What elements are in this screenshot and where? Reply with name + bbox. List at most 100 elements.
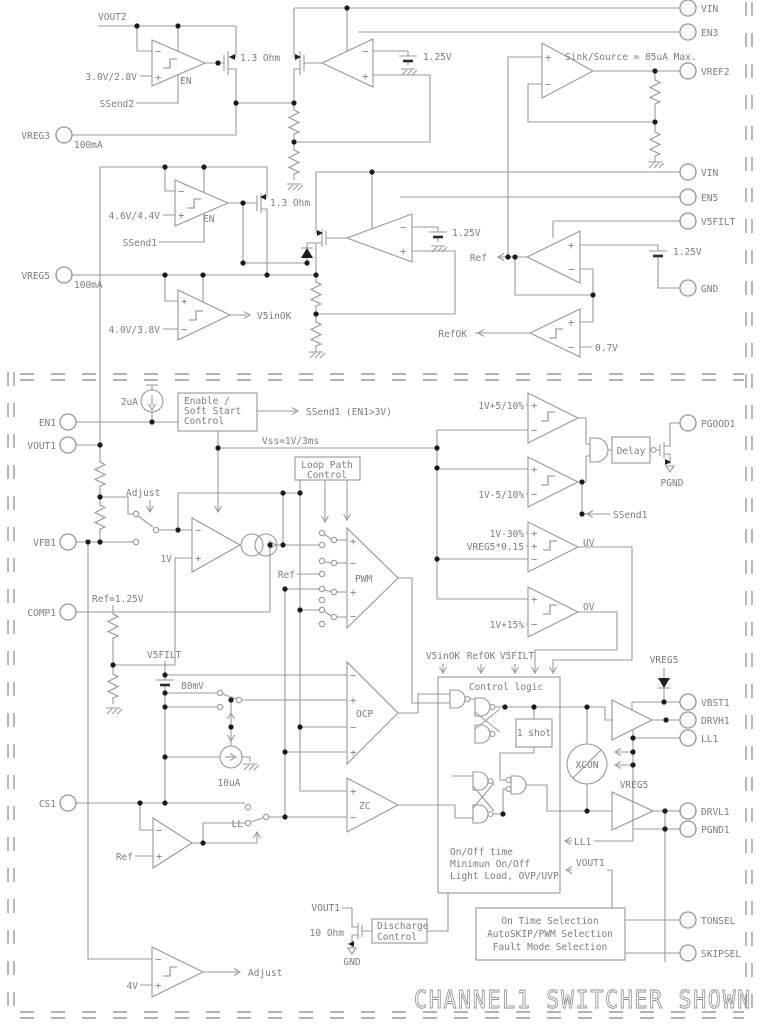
lbl-tonsel: TONSEL: [701, 916, 736, 927]
comparator-ocp: [346, 660, 399, 766]
lbl-v5filt-int: V5FILT: [147, 650, 182, 661]
delay-bubble: [650, 446, 657, 454]
lbl-vout1-in: VOUT1: [576, 858, 605, 869]
lbl-vbst1: VBST1: [701, 698, 730, 709]
svg-text:+: +: [531, 528, 537, 540]
lbl-en5: EN5: [701, 193, 718, 204]
lbl-zc: ZC: [359, 801, 370, 812]
lbl-ocp: OCP: [356, 709, 373, 720]
resistor: [288, 107, 300, 137]
lbl-v5inok-out: V5inOK: [257, 311, 292, 322]
lbl-delay: Delay: [617, 446, 646, 457]
error-amp: [191, 517, 242, 573]
svg-text:+: +: [362, 71, 368, 83]
lbl-vreg5: VREG5: [21, 271, 50, 282]
terminal-ll1: [679, 729, 697, 747]
ground-icon: [242, 763, 260, 771]
lbl-sel-3: Fault Mode Selection: [493, 942, 607, 953]
svg-text:+: +: [531, 541, 537, 553]
svg-text:+: +: [531, 464, 537, 476]
control-logic-box: [437, 676, 561, 894]
lbl-gnd-dis: GND: [343, 957, 360, 968]
lbl-adjust-in: Adjust: [126, 488, 160, 499]
lbl-skipsel: SKIPSEL: [701, 949, 741, 960]
svg-text:+: +: [350, 587, 356, 599]
svg-text:−: −: [350, 670, 356, 682]
svg-text:−: −: [156, 825, 162, 837]
svg-text:−: −: [531, 489, 537, 501]
svg-text:−: −: [545, 79, 551, 91]
terminal-vbst1: [679, 693, 697, 711]
ground-icon: [647, 161, 665, 169]
lbl-b1: 1.25V: [423, 52, 452, 63]
terminal-en5: [679, 188, 697, 206]
selection-box: [475, 907, 626, 961]
lbl-loop-1: Loop Path: [301, 460, 352, 471]
lbl-cl-v5filt: V5FILT: [500, 651, 535, 662]
terminal-vref2: [679, 62, 697, 80]
resistor: [94, 502, 106, 532]
battery-1v25: [427, 230, 449, 239]
svg-text:+: +: [350, 747, 356, 759]
mosfet-arrow-m1: [229, 54, 235, 60]
terminal-skipsel: [679, 944, 697, 962]
delay-box: [611, 436, 651, 464]
battery-1v25: [647, 249, 669, 258]
hysteresis-icon: [548, 328, 564, 339]
resistor: [310, 279, 322, 309]
lbl-control-logic: Control logic: [469, 682, 543, 693]
svg-text:−: −: [531, 619, 537, 631]
nand-gate-c: [474, 724, 496, 744]
lbl-uv-t2: VREG5*0.15: [467, 542, 524, 553]
svg-text:+: +: [531, 594, 537, 606]
lbl-pg-lo: 1V-5/10%: [478, 490, 524, 501]
terminal-cs1: [59, 794, 77, 812]
lbl-m1-r: 1.3 Ohm: [240, 53, 280, 64]
hysteresis-icon: [162, 966, 178, 977]
lbl-vout1-dis: VOUT1: [311, 903, 340, 914]
svg-text:−: −: [400, 222, 406, 234]
lbl-10ua: 10uA: [218, 778, 241, 789]
terminal-gnd: [679, 279, 697, 297]
svg-text:+: +: [531, 400, 537, 412]
mosfet-arrow-m5: [348, 941, 354, 947]
nand-gate-f: [472, 804, 494, 824]
comparator-4v: [151, 946, 205, 998]
svg-text:−: −: [531, 554, 537, 566]
lbl-vin2: VIN: [701, 168, 718, 179]
lbl-vreg5-boot: VREG5: [650, 655, 679, 666]
svg-text:+: +: [350, 786, 356, 798]
lbl-1v: 1V: [161, 554, 173, 565]
lbl-m3-r: 1.3 Ohm: [270, 198, 310, 209]
lbl-refok: RefOK: [438, 329, 467, 340]
lbl-cl-1: On/Off time: [450, 847, 513, 858]
lbl-dis-2: Control: [377, 932, 417, 943]
lbl-ref-buf: Ref: [470, 253, 487, 264]
svg-text:+: +: [155, 980, 161, 992]
lbl-comp1: COMP1: [27, 608, 56, 619]
svg-text:+: +: [155, 72, 161, 84]
terminal-en1: [59, 413, 77, 431]
lbl-refok-thresh: 0.7V: [595, 343, 618, 354]
lbl-pwm: PWM: [355, 574, 372, 585]
lbl-ll-sw: LL: [232, 819, 244, 830]
lbl-cl-refok: RefOK: [467, 651, 496, 662]
terminal-drvl1: [679, 802, 697, 820]
svg-text:−: −: [350, 812, 356, 824]
lbl-uv-t1: 1V-30%: [490, 529, 525, 540]
svg-text:+: +: [181, 296, 187, 308]
opamp-ref-buffer: [525, 230, 581, 284]
lbl-ssend1-tap: SSend1: [613, 510, 648, 521]
lbl-sel-2: AutoSKIP/PWM Selection: [487, 929, 613, 940]
lbl-ssend1-out: SSend1 (EN1>3V): [306, 407, 392, 418]
current-source-10ua: [219, 745, 243, 769]
lbl-enable-2: Soft Start: [184, 406, 241, 417]
nand-gate-a: [449, 689, 471, 709]
lbl-vref2: VREF2: [701, 67, 730, 78]
comparator-uv: [527, 521, 580, 573]
pgnd-symbol: [664, 465, 676, 473]
xcon-circle: [566, 743, 608, 785]
svg-text:−: −: [155, 954, 161, 966]
lbl-vreg3-current: 100mA: [74, 140, 103, 151]
lbl-loop-2: Control: [307, 470, 347, 481]
